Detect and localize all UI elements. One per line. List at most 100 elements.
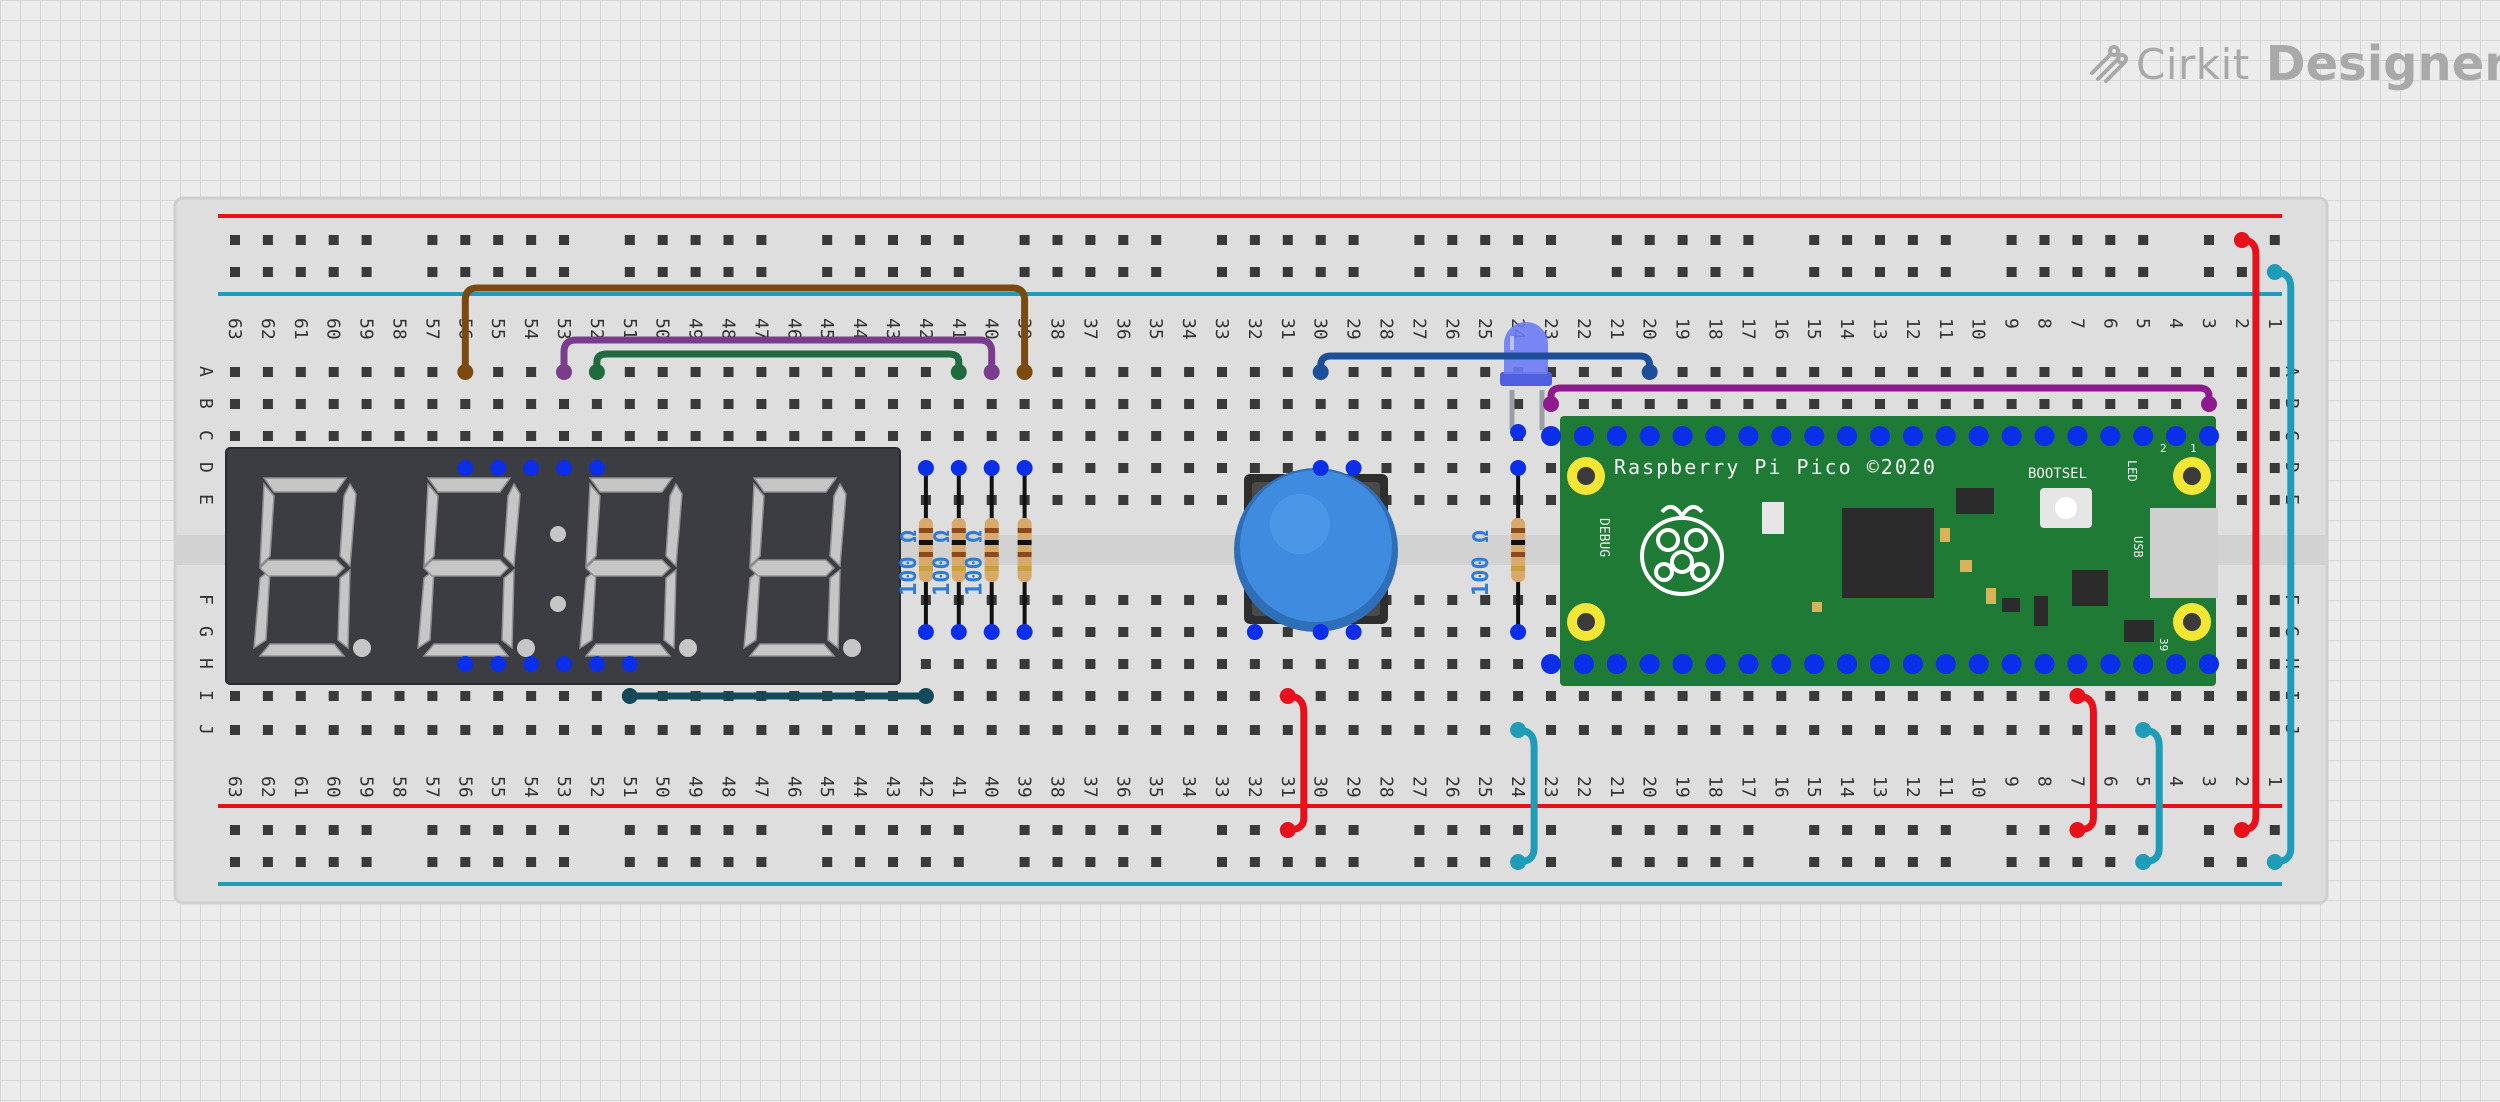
breadboard-hole[interactable] xyxy=(1348,691,1359,701)
breadboard-hole[interactable] xyxy=(1118,595,1129,605)
breadboard-hole[interactable] xyxy=(1973,691,1984,701)
connection-point[interactable] xyxy=(1312,460,1329,476)
breadboard-hole[interactable] xyxy=(822,367,833,377)
breadboard-hole[interactable] xyxy=(1118,495,1129,505)
breadboard-hole[interactable] xyxy=(2236,495,2247,505)
pico-pin[interactable] xyxy=(2001,426,2022,446)
breadboard-hole[interactable] xyxy=(1085,595,1096,605)
power-rail-hole[interactable] xyxy=(624,825,635,835)
breadboard-hole[interactable] xyxy=(295,367,306,377)
breadboard-hole[interactable] xyxy=(1940,399,1951,409)
power-rail-hole[interactable] xyxy=(2039,267,2050,277)
power-rail-hole[interactable] xyxy=(920,857,931,867)
power-rail-hole[interactable] xyxy=(2039,857,2050,867)
breadboard-hole[interactable] xyxy=(1447,659,1458,669)
breadboard-hole[interactable] xyxy=(1940,367,1951,377)
power-rail-hole[interactable] xyxy=(361,825,372,835)
power-rail-hole[interactable] xyxy=(1546,857,1556,867)
breadboard-hole[interactable] xyxy=(526,725,537,735)
pico-pin[interactable] xyxy=(1968,654,1989,674)
breadboard-hole[interactable] xyxy=(723,399,734,409)
breadboard-hole[interactable] xyxy=(920,367,931,377)
power-rail-hole[interactable] xyxy=(1052,267,1063,277)
breadboard-hole[interactable] xyxy=(2204,691,2214,701)
power-rail-hole[interactable] xyxy=(756,267,767,277)
breadboard-hole[interactable] xyxy=(1151,495,1162,505)
power-rail-hole[interactable] xyxy=(657,857,668,867)
breadboard-hole[interactable] xyxy=(427,399,438,409)
pico-pin[interactable] xyxy=(1573,426,1594,446)
connection-point[interactable] xyxy=(1345,460,1362,476)
power-rail-hole[interactable] xyxy=(1282,857,1293,867)
breadboard-hole[interactable] xyxy=(2236,367,2247,377)
connection-point[interactable] xyxy=(1246,624,1263,640)
breadboard-hole[interactable] xyxy=(1184,367,1195,377)
power-rail-hole[interactable] xyxy=(723,825,734,835)
breadboard-hole[interactable] xyxy=(361,367,372,377)
breadboard-hole[interactable] xyxy=(1480,725,1491,735)
breadboard-hole[interactable] xyxy=(953,399,964,409)
connection-point[interactable] xyxy=(1312,364,1329,380)
power-rail-hole[interactable] xyxy=(657,235,668,245)
breadboard-hole[interactable] xyxy=(1052,431,1063,441)
power-rail-hole[interactable] xyxy=(361,235,372,245)
breadboard-hole[interactable] xyxy=(262,691,273,701)
power-rail-hole[interactable] xyxy=(328,857,339,867)
power-rail-hole[interactable] xyxy=(888,825,898,835)
breadboard-hole[interactable] xyxy=(1677,367,1688,377)
connection-point[interactable] xyxy=(2233,232,2250,248)
power-rail-hole[interactable] xyxy=(1809,825,1820,835)
power-rail-hole[interactable] xyxy=(1644,857,1655,867)
breadboard-hole[interactable] xyxy=(230,367,240,377)
power-rail-hole[interactable] xyxy=(361,857,372,867)
power-rail-hole[interactable] xyxy=(1809,235,1820,245)
breadboard-hole[interactable] xyxy=(657,725,668,735)
power-rail-hole[interactable] xyxy=(723,267,734,277)
breadboard-hole[interactable] xyxy=(657,399,668,409)
breadboard-hole[interactable] xyxy=(1118,659,1129,669)
breadboard-hole[interactable] xyxy=(2204,367,2214,377)
breadboard-hole[interactable] xyxy=(1019,691,1030,701)
power-rail-hole[interactable] xyxy=(1677,235,1688,245)
power-rail-hole[interactable] xyxy=(888,235,898,245)
power-rail-hole[interactable] xyxy=(1085,825,1096,835)
breadboard-hole[interactable] xyxy=(1875,725,1885,735)
breadboard-hole[interactable] xyxy=(2269,691,2280,701)
breadboard-hole[interactable] xyxy=(2138,691,2149,701)
breadboard-hole[interactable] xyxy=(1184,399,1195,409)
breadboard-hole[interactable] xyxy=(855,399,866,409)
resistor-body[interactable] xyxy=(1017,518,1032,582)
connection-point[interactable] xyxy=(983,460,1000,476)
breadboard-hole[interactable] xyxy=(1973,367,1984,377)
power-rail-hole[interactable] xyxy=(2204,857,2214,867)
breadboard-hole[interactable] xyxy=(624,431,635,441)
power-rail-hole[interactable] xyxy=(427,825,438,835)
breadboard-hole[interactable] xyxy=(756,399,767,409)
power-rail-hole[interactable] xyxy=(1217,825,1227,835)
power-rail-hole[interactable] xyxy=(460,857,471,867)
breadboard-hole[interactable] xyxy=(1875,399,1885,409)
pico-pin[interactable] xyxy=(2067,654,2088,674)
connection-point[interactable] xyxy=(1510,460,1527,476)
power-rail-hole[interactable] xyxy=(1414,267,1425,277)
breadboard-hole[interactable] xyxy=(953,431,964,441)
connection-point[interactable] xyxy=(2135,854,2152,870)
connection-point[interactable] xyxy=(2069,688,2086,704)
breadboard-hole[interactable] xyxy=(591,431,602,441)
power-rail-hole[interactable] xyxy=(2105,235,2116,245)
power-rail-hole[interactable] xyxy=(822,267,833,277)
power-rail-hole[interactable] xyxy=(1052,825,1063,835)
breadboard-hole[interactable] xyxy=(328,367,339,377)
breadboard-hole[interactable] xyxy=(2269,367,2280,377)
connection-point[interactable] xyxy=(1345,624,1362,640)
power-rail-hole[interactable] xyxy=(1019,857,1030,867)
breadboard-hole[interactable] xyxy=(855,725,866,735)
pico-pin[interactable] xyxy=(1935,426,1956,446)
breadboard-hole[interactable] xyxy=(789,399,800,409)
breadboard-hole[interactable] xyxy=(460,725,471,735)
breadboard-hole[interactable] xyxy=(1085,691,1096,701)
power-rail-hole[interactable] xyxy=(1875,857,1885,867)
breadboard-hole[interactable] xyxy=(1414,367,1425,377)
power-rail-hole[interactable] xyxy=(953,235,964,245)
